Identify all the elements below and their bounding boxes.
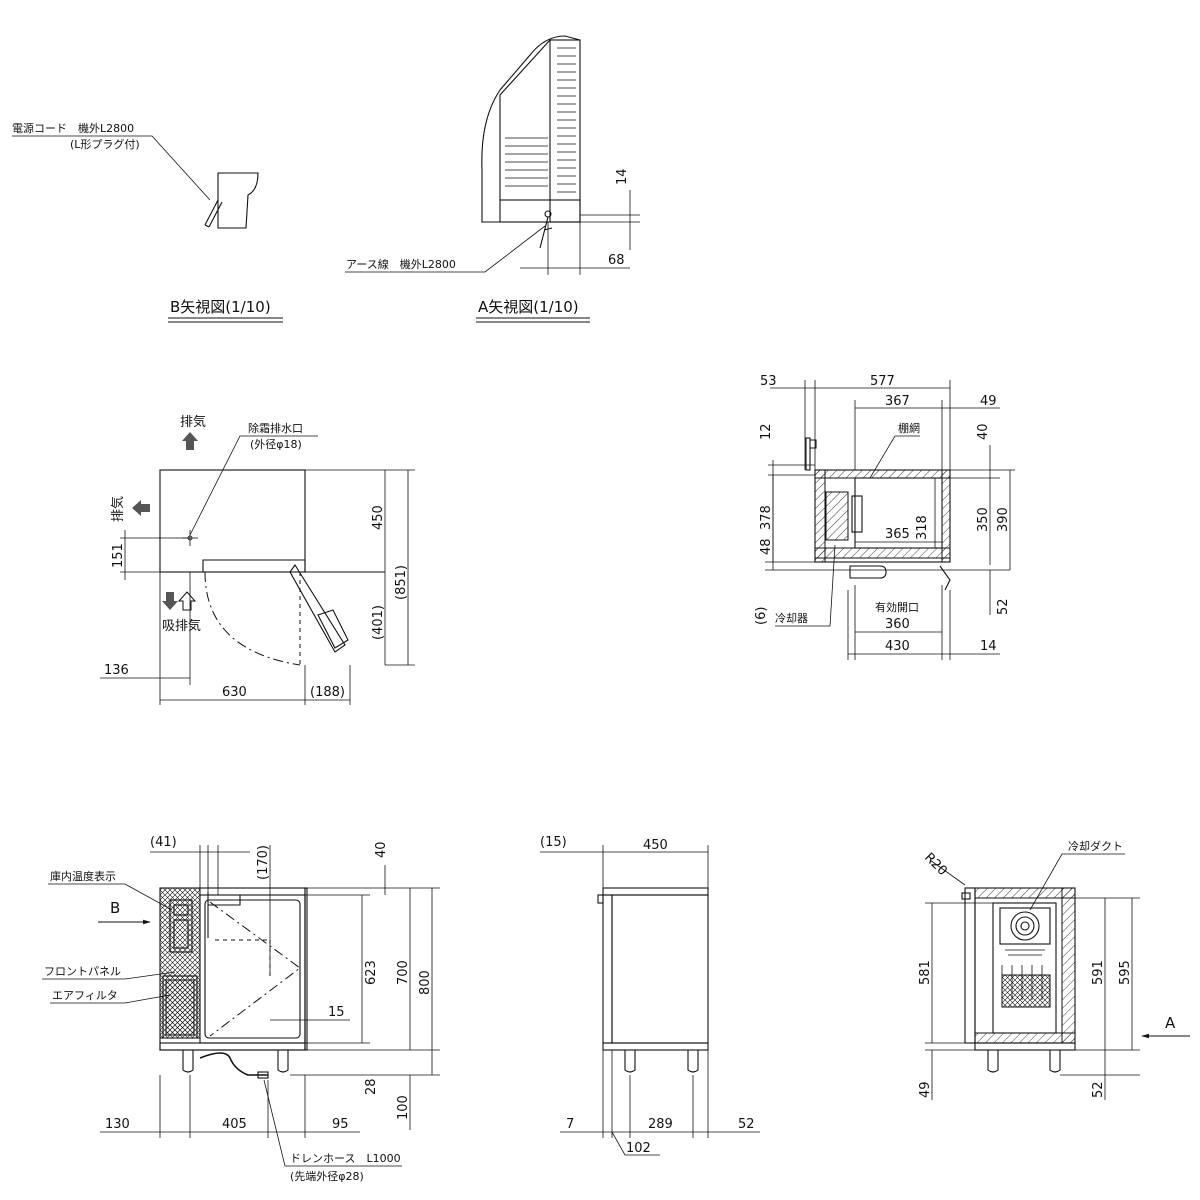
side-view: (15) 450 7 289 52 102: [540, 835, 760, 1156]
drain-hose-label: ドレンホース L1000: [290, 1152, 401, 1165]
sec-dim-350: 350: [976, 507, 991, 532]
intake-down-arrow-icon: [162, 592, 178, 610]
a-dim-68: 68: [608, 253, 625, 268]
rear-dim-595: 595: [1118, 960, 1133, 985]
sec-dim-360: 360: [885, 617, 910, 632]
rear-dim-52: 52: [1091, 1081, 1106, 1098]
rear-dim-49: 49: [918, 1081, 933, 1098]
sec-dim-48: 48: [759, 538, 774, 555]
sv-dim-102: 102: [626, 1141, 651, 1156]
fv-dim-41: (41): [150, 835, 177, 850]
fv-dim-170: (170): [256, 845, 271, 880]
top-dim-151: 151: [111, 543, 126, 568]
drain-outlet-sub: (外径φ18): [250, 438, 302, 451]
sec-dim-6: (6): [754, 607, 769, 625]
fv-dim-700: 700: [396, 960, 411, 985]
a-louvers: [505, 47, 576, 193]
air-filter-label: エアフィルタ: [52, 989, 118, 1002]
sv-dim-52: 52: [738, 1117, 755, 1132]
sec-dim-53: 53: [760, 374, 777, 389]
sv-dim-7: 7: [566, 1117, 574, 1132]
fv-dim-130: 130: [105, 1117, 130, 1132]
top-exhaust-label: 排気: [180, 414, 206, 430]
sec-dim-14: 14: [980, 639, 997, 654]
a-earth-label: アース線 機外L2800: [346, 257, 456, 271]
sec-dim-49: 49: [980, 394, 997, 409]
cooler-label: 冷却器: [775, 612, 808, 625]
fv-dim-800: 800: [418, 970, 433, 995]
sv-dim-289: 289: [648, 1117, 673, 1132]
cooling-duct-label: 冷却ダクト: [1068, 839, 1123, 853]
sec-dim-390: 390: [996, 507, 1011, 532]
top-view: 排気 排気 除霜排水口 (外径φ18) 吸排気 450 (851) (401): [100, 414, 415, 705]
arrow-a-label: A: [1165, 1014, 1176, 1032]
exhaust-up-outline-icon: [177, 591, 197, 611]
b-cord-sub: (L形プラグ付): [70, 137, 140, 151]
top-dim-630: 630: [222, 685, 247, 700]
a-dim-14: 14: [615, 168, 630, 185]
sec-dim-318: 318: [915, 515, 930, 540]
exhaust-up-arrow-icon: [182, 432, 198, 450]
sec-dim-430: 430: [885, 639, 910, 654]
sv-dim-450: 450: [643, 838, 668, 853]
sec-dim-40: 40: [976, 423, 991, 440]
fv-dim-623: 623: [364, 960, 379, 985]
b-view: 電源コード 機外L2800 (L形プラグ付) B矢視図(1/10): [12, 121, 283, 323]
rear-r20-label: R20: [921, 850, 950, 879]
top-dim-851: (851): [394, 565, 409, 600]
intake-exhaust-label: 吸排気: [162, 618, 201, 634]
top-dim-450: 450: [371, 505, 386, 530]
rear-dim-581: 581: [918, 960, 933, 985]
drain-outlet-label: 除霜排水口: [248, 421, 303, 435]
sec-dim-52: 52: [996, 598, 1011, 615]
fv-dim-95: 95: [332, 1117, 349, 1132]
sec-dim-378: 378: [759, 505, 774, 530]
front-view: 庫内温度表示 B フロントパネル エアフィルタ (41) (170) 40 62…: [42, 835, 440, 1183]
fv-dim-40: 40: [374, 841, 389, 858]
b-cord-label: 電源コード 機外L2800: [12, 121, 134, 135]
drain-hose-sub: (先端外径φ28): [290, 1170, 364, 1183]
rear-view: R20 冷却ダクト 581 591 595 A 49: [918, 839, 1190, 1100]
b-view-title: B矢視図(1/10): [170, 298, 271, 316]
sec-dim-577: 577: [870, 374, 895, 389]
sec-dim-365: 365: [885, 527, 910, 542]
top-dim-136: 136: [104, 663, 129, 678]
sec-dim-12: 12: [759, 423, 774, 440]
door-swing: [202, 559, 349, 666]
sv-dim-15: (15): [540, 835, 567, 850]
fv-dim-405: 405: [222, 1117, 247, 1132]
front-panel-label: フロントパネル: [44, 965, 121, 978]
fv-dim-15: 15: [328, 1005, 345, 1020]
a-view: アース線 機外L2800 14 68 A矢視図(1/10): [345, 35, 640, 323]
b-plug: [204, 172, 259, 229]
a-view-title: A矢視図(1/10): [478, 298, 579, 316]
temp-display-label: 庫内温度表示: [50, 869, 116, 883]
fv-dim-28: 28: [364, 1078, 379, 1095]
sec-dim-367: 367: [885, 394, 910, 409]
rear-dim-591: 591: [1091, 960, 1106, 985]
arrow-b-label: B: [110, 899, 120, 917]
exhaust-left-arrow-icon: [132, 500, 150, 516]
left-exhaust-label: 排気: [110, 496, 126, 522]
top-dim-188: (188): [310, 685, 345, 700]
section-view: 53 577 367 49 12 40 378 318: [754, 374, 1015, 660]
shelf-net-label: 棚網: [898, 421, 920, 435]
fv-dim-100: 100: [396, 1095, 411, 1120]
top-dim-401: (401): [371, 605, 386, 640]
effective-opening-label: 有効開口: [875, 600, 919, 614]
